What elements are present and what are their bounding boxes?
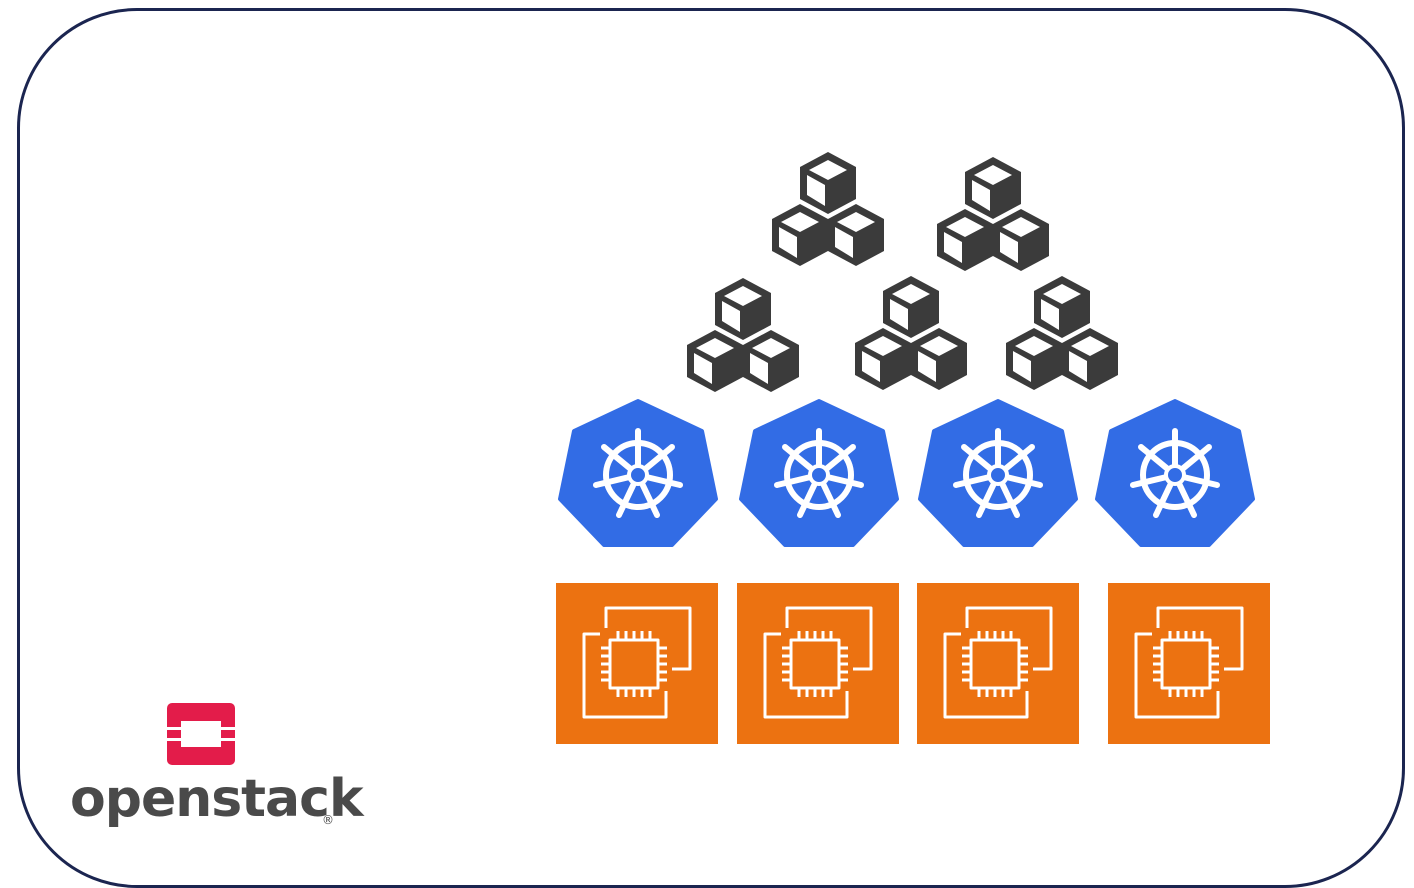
registered-mark: ® <box>322 813 334 827</box>
openstack-mark-icon <box>167 703 235 765</box>
cubes-icon <box>758 144 898 276</box>
kubernetes-wheel-icon <box>558 397 718 549</box>
cubes-icon <box>923 149 1063 281</box>
kubernetes-wheel-icon <box>918 397 1078 549</box>
cpu-instance-icon <box>917 583 1079 744</box>
kubernetes-wheel-icon <box>739 397 899 549</box>
cubes-icon <box>673 270 813 402</box>
cpu-instance-icon <box>737 583 899 744</box>
cpu-instance-icon <box>556 583 718 744</box>
openstack-wordmark: openstack <box>70 769 364 829</box>
cpu-instance-icon <box>1108 583 1270 744</box>
kubernetes-wheel-icon <box>1095 397 1255 549</box>
cubes-icon <box>992 268 1132 400</box>
cubes-icon <box>841 268 981 400</box>
